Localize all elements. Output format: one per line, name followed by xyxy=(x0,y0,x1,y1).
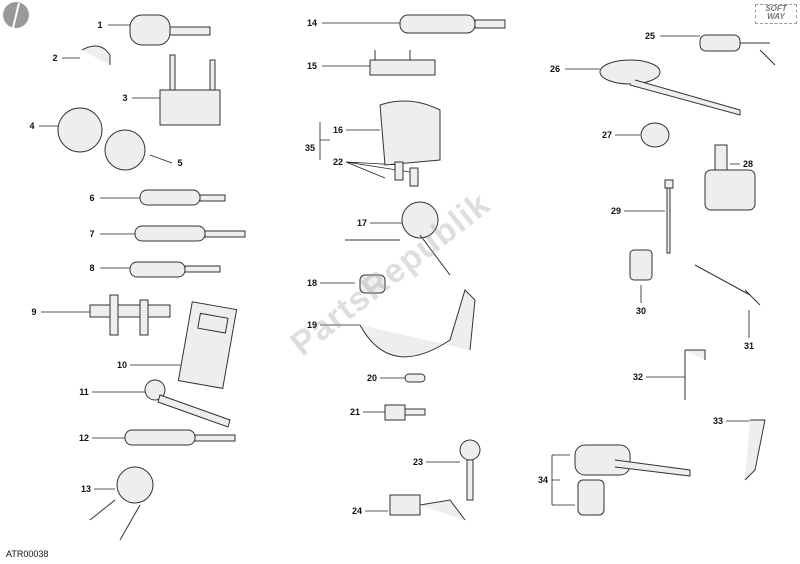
callout-25: 25 xyxy=(644,31,656,41)
leader-lines xyxy=(39,22,750,512)
callout-30: 30 xyxy=(635,306,647,316)
callout-34: 34 xyxy=(537,475,549,485)
callout-33: 33 xyxy=(712,416,724,426)
callout-4: 4 xyxy=(29,121,35,131)
callout-17: 17 xyxy=(356,218,368,228)
callout-31: 31 xyxy=(743,341,755,351)
callout-20: 20 xyxy=(366,373,378,383)
callout-14: 14 xyxy=(306,18,318,28)
callout-19: 19 xyxy=(306,320,318,330)
callout-11: 11 xyxy=(79,387,89,397)
callout-6: 6 xyxy=(89,193,95,203)
callout-5: 5 xyxy=(177,158,183,168)
callout-9: 9 xyxy=(31,307,37,317)
diagram-code: ATR00038 xyxy=(6,549,49,559)
callout-26: 26 xyxy=(549,64,561,74)
callout-28: 28 xyxy=(742,159,754,169)
callout-1: 1 xyxy=(97,20,103,30)
callout-24: 24 xyxy=(351,506,363,516)
callout-23: 23 xyxy=(412,457,424,467)
callout-15: 15 xyxy=(306,61,318,71)
softway-logo: SOFT WAY xyxy=(755,4,797,24)
callout-18: 18 xyxy=(306,278,318,288)
callout-13: 13 xyxy=(80,484,92,494)
callout-35: 35 xyxy=(304,143,316,153)
corner-logo-icon xyxy=(3,2,29,29)
callout-12: 12 xyxy=(78,433,90,443)
callout-10: 10 xyxy=(116,360,128,370)
callout-29: 29 xyxy=(610,206,622,216)
tool-parts xyxy=(57,14,776,541)
callout-21: 21 xyxy=(349,407,361,417)
callout-22: 22 xyxy=(332,157,344,167)
callout-32: 32 xyxy=(632,372,644,382)
callout-16: 16 xyxy=(332,125,344,135)
callout-7: 7 xyxy=(89,229,95,239)
callout-27: 27 xyxy=(601,130,613,140)
callout-3: 3 xyxy=(122,93,128,103)
callout-8: 8 xyxy=(89,263,95,273)
callout-2: 2 xyxy=(52,53,58,63)
